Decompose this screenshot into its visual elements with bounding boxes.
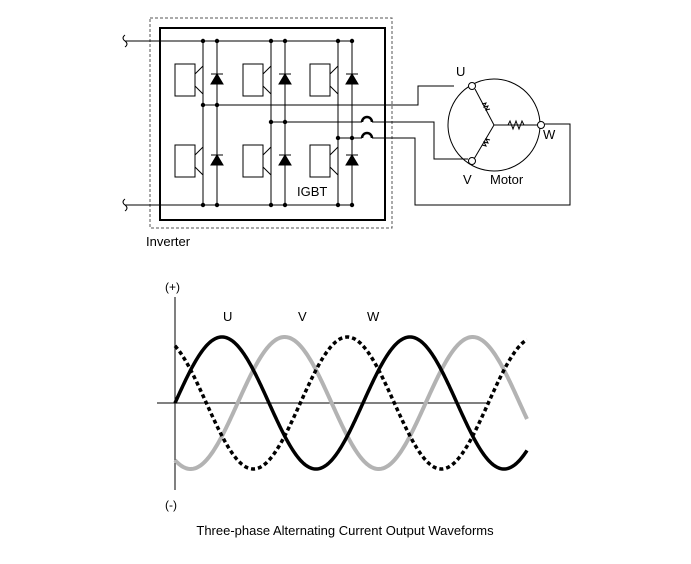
resistor-icon (481, 102, 491, 111)
inverter-dashed-frame (149, 17, 393, 229)
diode-icon (210, 73, 224, 85)
inverter-circuit (122, 17, 571, 229)
diode-icon (278, 154, 292, 166)
wave-label-v: V (298, 309, 307, 324)
phase-w-output-line (338, 123, 571, 206)
terminal-label-w: W (543, 127, 556, 142)
crossover-hop-icon (360, 115, 374, 123)
phase-v-output-line (271, 121, 468, 160)
switch-leg-w (309, 41, 359, 205)
igbt-icon (242, 144, 264, 178)
inverter-box (159, 27, 386, 221)
phase-u-output-line (203, 85, 454, 106)
terminal-v (468, 157, 476, 165)
motor-label: Motor (490, 172, 524, 187)
wave-label-u: U (223, 309, 232, 324)
terminal-w (537, 121, 545, 129)
wave-v-curve (173, 334, 529, 472)
igbt-icon (242, 63, 264, 97)
switch-leg-u (174, 41, 224, 205)
wave-u-curve (173, 335, 529, 471)
negative-axis-label: (-) (165, 498, 177, 512)
waveform-caption: Three-phase Alternating Current Output W… (196, 523, 494, 538)
igbt-label: IGBT (297, 184, 327, 199)
diode-icon (345, 73, 359, 85)
dc-negative-terminal-icon (122, 198, 128, 212)
diode-icon (278, 73, 292, 85)
terminal-u (468, 82, 476, 90)
waveform-plot (157, 297, 529, 490)
igbt-icon (174, 144, 196, 178)
igbt-icon (309, 144, 331, 178)
junction-dots (200, 38, 355, 208)
terminal-label-v: V (463, 172, 472, 187)
inverter-label: Inverter (146, 234, 191, 249)
switch-leg-v (242, 41, 292, 205)
crossover-hop-icon (360, 131, 374, 139)
igbt-icon (174, 63, 196, 97)
resistor-icon (507, 119, 525, 131)
motor (447, 78, 545, 172)
igbt-icon (309, 63, 331, 97)
resistor-icon (481, 138, 491, 147)
diode-icon (210, 154, 224, 166)
dc-positive-terminal-icon (122, 34, 128, 48)
diode-icon (345, 154, 359, 166)
positive-axis-label: (+) (165, 280, 180, 294)
wave-label-w: W (367, 309, 380, 324)
terminal-label-u: U (456, 64, 465, 79)
